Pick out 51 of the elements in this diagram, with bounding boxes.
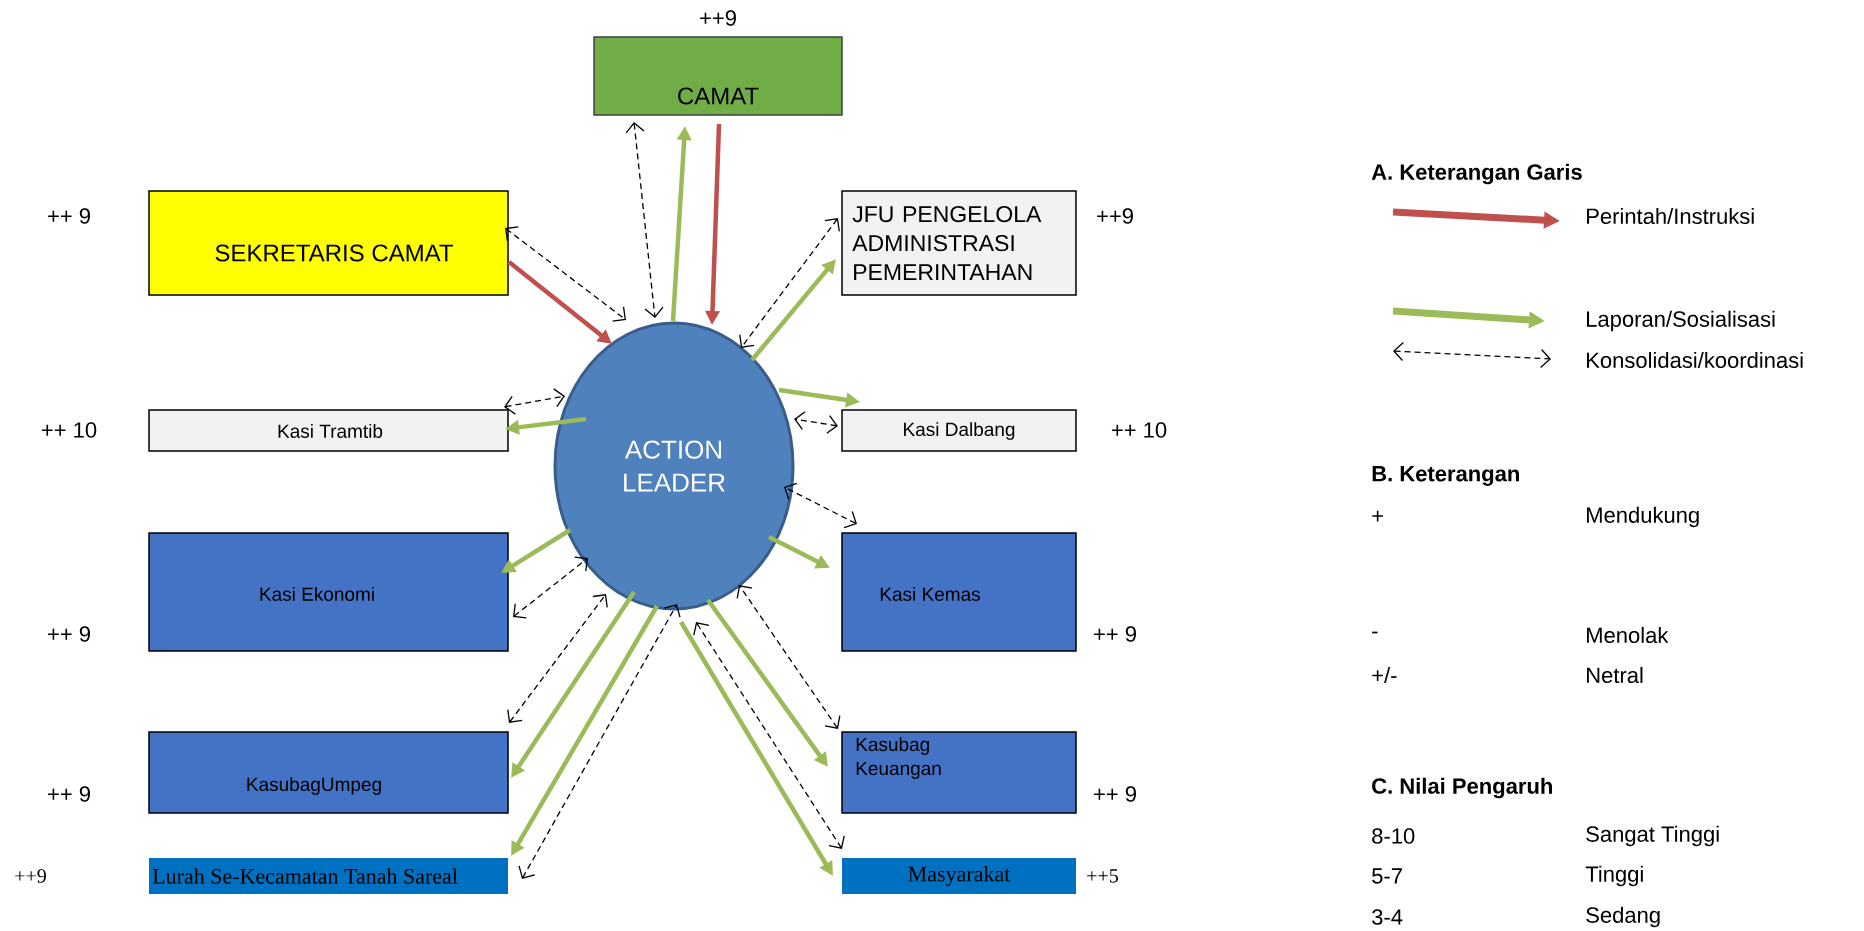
arrow (739, 218, 840, 348)
score-label: ++ 9 (48, 208, 90, 224)
score-label: ++9 (15, 869, 46, 883)
key-symbol: + (1372, 510, 1383, 522)
score-label: ++ 9 (48, 786, 90, 802)
process-box: Kasi Kemas (841, 532, 1077, 652)
score-label: ++9 (1097, 208, 1133, 224)
score-label: ++ 9 (1094, 626, 1136, 642)
process-box: CAMAT (593, 36, 843, 116)
arrow (625, 122, 664, 318)
process-box: KasubagUmpeg (148, 731, 509, 814)
key-symbol: +/- (1372, 666, 1397, 684)
score-label: ++ 9 (1094, 786, 1136, 802)
legend-text: Perintah/Instruksi (1587, 207, 1754, 225)
legend-text: Laporan/Sosialisasi (1587, 310, 1775, 332)
key-text: Netral (1587, 666, 1643, 684)
arrow (504, 388, 565, 415)
process-box: Lurah Se-Kecamatan Tanah Sareal (149, 858, 508, 894)
key-text: Mendukung (1587, 506, 1699, 528)
key-text: Sangat Tinggi (1586, 825, 1719, 847)
arrow (693, 622, 845, 849)
arrow (518, 604, 681, 879)
arrow (794, 411, 838, 434)
process-box: Kasi Ekonomi (148, 532, 509, 652)
key-text: Menolak (1587, 626, 1669, 644)
process-box: SEKRETARIS CAMAT (148, 190, 509, 296)
legend-heading: C. Nilai Pengaruh (1372, 777, 1552, 799)
score-label: ++ 10 (41, 422, 97, 438)
key-text: Sedang (1586, 906, 1660, 928)
score-label: ++ 9 (48, 626, 90, 642)
legend-heading: A. Keterangan Garis (1371, 163, 1582, 185)
key-symbol: 5-7 (1372, 868, 1402, 884)
key-symbol: - (1372, 631, 1378, 634)
score-label: ++ 10 (1111, 422, 1167, 438)
key-text: Tinggi (1585, 865, 1643, 887)
process-box: Kasubag Keuangan (841, 731, 1077, 814)
key-symbol: 3-4 (1372, 909, 1403, 925)
process-box: Kasi Tramtib (148, 409, 509, 452)
legend-heading: B. Keterangan (1372, 466, 1519, 486)
arrow (507, 594, 608, 723)
arrow (784, 482, 857, 529)
key-symbol: 8-10 (1372, 828, 1415, 844)
process-box: Kasi Dalbang (841, 409, 1077, 452)
process-box: JFU PENGELOLA ADMINISTRASI PEMERINTAHAN (841, 190, 1077, 296)
score-label: ++5 (1087, 869, 1118, 883)
score-label: ++9 (700, 10, 736, 26)
arrow (505, 226, 626, 322)
arrow (513, 556, 588, 619)
process-box: Masyarakat (842, 858, 1076, 894)
arrow (736, 585, 841, 729)
legend-text: Konsolidasi/koordinasi (1587, 351, 1803, 369)
